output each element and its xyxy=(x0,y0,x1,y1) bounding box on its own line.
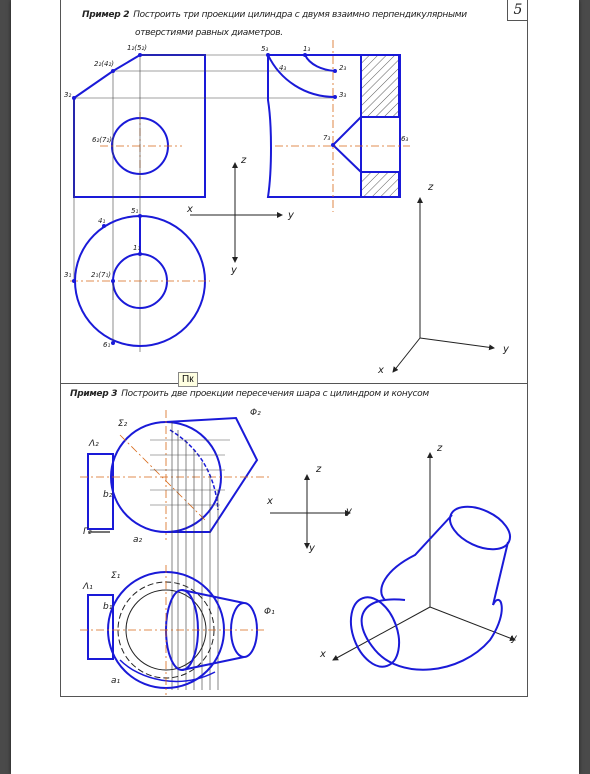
example3-axes xyxy=(270,474,351,549)
label-lambda1: Λ₁ xyxy=(82,582,93,592)
example2-front-view xyxy=(72,53,335,352)
example3-front-view xyxy=(80,410,270,690)
page-number: 5 xyxy=(507,0,528,21)
ex3-axis-y2-label: y xyxy=(308,543,316,554)
label-b1: b₁ xyxy=(103,602,113,612)
label-sigma2: Σ₂ xyxy=(118,419,128,429)
example3-top-view xyxy=(80,565,265,695)
label-s1: 1₃ xyxy=(303,45,310,53)
label-b2: b₂ xyxy=(103,490,113,500)
iso-x-label: x xyxy=(377,365,384,376)
label-sigma1: Σ₁ xyxy=(111,571,121,581)
iso-z-label: z xyxy=(427,182,434,193)
axis-y2-label: y xyxy=(230,265,238,276)
label-t4: 4₁ xyxy=(98,217,105,225)
iso-y-label: y xyxy=(502,344,510,355)
ex3-iso-y-label: y xyxy=(510,633,518,644)
tooltip: Пк xyxy=(178,372,198,387)
example3-text: Построить две проекции пересечения шара … xyxy=(121,389,429,399)
label-t6: 6₁ xyxy=(103,341,110,349)
ex3-axis-y-label: y xyxy=(345,506,353,517)
label-gamma2: Γ₂ xyxy=(83,527,92,537)
label-s2: 2₃ xyxy=(339,64,346,72)
label-6-7: 6₂(7₂) xyxy=(92,136,112,144)
example3-label: Пример 3 xyxy=(70,389,118,399)
label-s4: 4₃ xyxy=(279,64,286,72)
label-s5: 5₃ xyxy=(261,45,268,53)
ex3-iso-z-label: z xyxy=(436,443,443,454)
label-2-4: 2₂(4₂) xyxy=(94,60,114,68)
axis-z-label: z xyxy=(240,155,247,166)
label-3: 3₂ xyxy=(64,91,71,99)
example2-label: Пример 2 xyxy=(82,10,130,20)
example3-isometric-view xyxy=(332,452,516,671)
label-1-5: 1₂(5₂) xyxy=(127,44,147,52)
axis-y-label: y xyxy=(287,210,295,221)
ex3-iso-x-label: x xyxy=(319,649,326,660)
section-divider xyxy=(60,383,528,384)
ex3-axis-x-label: x xyxy=(266,496,273,507)
label-a1: a₁ xyxy=(111,676,121,686)
example2-axes xyxy=(190,162,283,263)
example2-top-view xyxy=(70,214,210,347)
label-t1: 1₁ xyxy=(133,244,140,252)
example2-text-line2: отверстиями равных диаметров. xyxy=(135,28,283,38)
label-t27: 2₁(7₁) xyxy=(91,271,111,279)
label-s6: 6₃ xyxy=(401,135,408,143)
axis-x-label: x xyxy=(186,204,193,215)
example2-text-line1: Построить три проекции цилиндра с двумя … xyxy=(133,10,467,20)
label-t3: 3₁ xyxy=(64,271,71,279)
label-phi1: Φ₁ xyxy=(264,607,275,617)
label-t5: 5₁ xyxy=(131,207,138,215)
label-phi2: Φ₂ xyxy=(250,408,261,418)
label-lambda2: Λ₂ xyxy=(88,439,99,449)
label-a2: a₂ xyxy=(133,535,143,545)
example2-isometric-axes xyxy=(392,197,495,373)
example2-side-view xyxy=(266,40,410,212)
drawing-frame xyxy=(60,0,528,697)
label-s7: 7₃ xyxy=(323,134,330,142)
label-s3: 3₃ xyxy=(339,91,346,99)
ex3-axis-z-label: z xyxy=(315,464,322,475)
